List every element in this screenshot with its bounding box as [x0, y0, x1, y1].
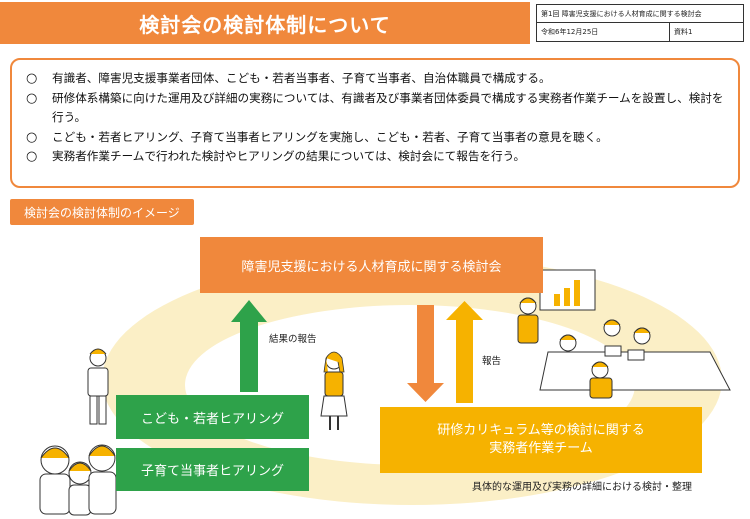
parents-hearing-box: 子育て当事者ヒアリング	[116, 448, 309, 491]
meta-date: 令和6年12月25日	[537, 23, 670, 41]
circle-mark: ○	[26, 129, 38, 145]
summary-text: 有識者、障害児支援事業者団体、こども・若者当事者、子育て当事者、自治体職員で構成…	[52, 71, 551, 85]
title-bar: 検討会の検討体制について	[0, 2, 530, 44]
result-report-label: 結果の報告	[269, 334, 317, 345]
council-box: 障害児支援における人材育成に関する検討会	[200, 237, 543, 293]
working-team-line1: 研修カリキュラム等の検討に関する	[437, 423, 645, 438]
meta-box: 第1回 障害児支援における人材育成に関する検討会 令和6年12月25日 資料1	[536, 4, 744, 42]
circle-mark: ○	[26, 71, 38, 86]
instruction-arrow	[407, 305, 444, 402]
person-girl-figure	[320, 351, 348, 430]
summary-text: 研修体系構築に向けた運用及び詳細の実務については、有識者及び事業者団体委員で構成…	[52, 90, 724, 125]
family-figure	[39, 444, 117, 516]
working-team-line2: 実務者作業チーム	[489, 441, 593, 456]
meta-meeting: 第1回 障害児支援における人材育成に関する検討会	[537, 5, 743, 23]
circle-mark: ○	[26, 149, 38, 164]
page-title: 検討会の検討体制について	[139, 12, 391, 37]
summary-item: ○ 研修体系構築に向けた運用及び詳細の実務については、有識者及び事業者団体委員で構…	[26, 89, 726, 128]
working-team-caption: 具体的な運用及び実務の詳細における検討・整理	[472, 482, 692, 493]
children-hearing-box: こども・若者ヒアリング	[116, 395, 309, 439]
person-boy-figure	[87, 348, 109, 425]
section-label: 検討会の検討体制のイメージ	[10, 199, 194, 225]
circle-mark: ○	[26, 90, 38, 106]
report-label: 報告	[482, 356, 502, 367]
summary-text: 実務者作業チームで行われた検討やヒアリングの結果については、検討会にて報告を行う…	[52, 149, 526, 163]
meta-doc: 資料1	[674, 28, 693, 36]
summary-item: ○ 実務者作業チームで行われた検討やヒアリングの結果については、検討会にて報告を行…	[26, 147, 726, 167]
summary-item: ○ こども・若者ヒアリング、子育て当事者ヒアリングを実施し、こども・若者、子育て当…	[26, 128, 726, 148]
summary-box: ○ 有識者、障害児支援事業者団体、こども・若者当事者、子育て当事者、自治体職員で構…	[10, 58, 740, 188]
working-team-box: 研修カリキュラム等の検討に関する 実務者作業チーム	[380, 407, 702, 473]
result-report-arrow	[231, 300, 267, 392]
meeting-scene-figure	[517, 269, 731, 399]
summary-text: こども・若者ヒアリング、子育て当事者ヒアリングを実施し、こども・若者、子育て当事…	[52, 129, 608, 144]
report-arrow	[446, 301, 483, 403]
summary-item: ○ 有識者、障害児支援事業者団体、こども・若者当事者、子育て当事者、自治体職員で構…	[26, 69, 726, 89]
